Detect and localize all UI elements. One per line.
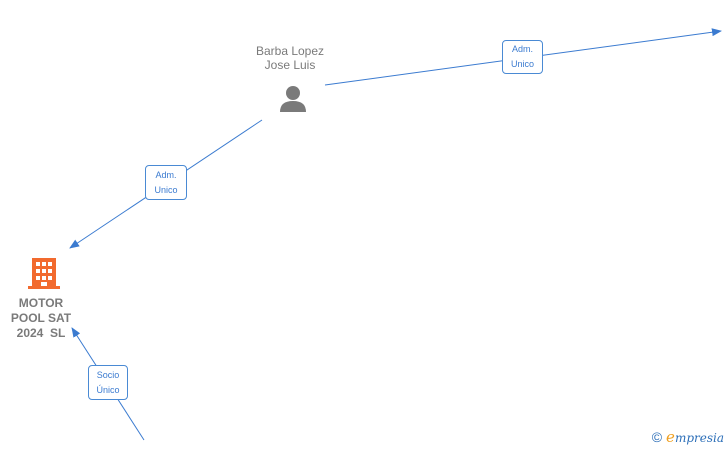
empresia-watermark: ©empresia: [652, 428, 724, 446]
edge-label-line1: Socio: [96, 370, 120, 380]
edge-label-person-to-external: Adm. Unico: [502, 40, 543, 74]
copyright-symbol: ©: [651, 429, 663, 445]
edge-label-line2: Unico: [510, 59, 534, 69]
empresia-logo-e: e: [666, 428, 675, 446]
person-name-line2: Jose Luis: [264, 58, 316, 72]
company-name-line3: 2024 SL: [16, 326, 66, 340]
company-name-line1: MOTOR: [18, 296, 64, 310]
edge-label-line2: Único: [96, 385, 120, 395]
empresia-logo-text: mpresia: [674, 431, 724, 445]
company-name[interactable]: MOTOR POOL SAT 2024 SL: [6, 296, 76, 341]
person-icon[interactable]: [280, 86, 306, 112]
edge-label-line1: Adm.: [155, 170, 177, 180]
company-name-line2: POOL SAT: [10, 311, 72, 325]
edge-label-line2: Unico: [154, 185, 178, 195]
edge-label-external-to-company: Socio Único: [88, 365, 128, 400]
person-name[interactable]: Barba Lopez Jose Luis: [230, 44, 350, 72]
person-name-line1: Barba Lopez: [255, 44, 325, 58]
edge-label-person-to-company: Adm. Unico: [145, 165, 187, 200]
edge-label-line1: Adm.: [511, 44, 533, 54]
building-icon[interactable]: [28, 258, 60, 289]
